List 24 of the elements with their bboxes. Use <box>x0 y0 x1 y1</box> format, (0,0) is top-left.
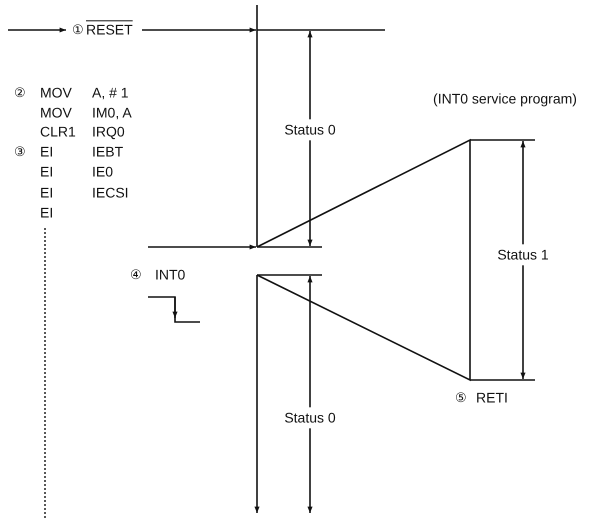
instruction-text: EI <box>40 144 54 160</box>
instruction-text: EI <box>40 185 54 201</box>
operand-text: IM0, A <box>92 105 132 121</box>
dimension-label: Status 1 <box>496 244 550 266</box>
step-number: ① <box>72 22 84 38</box>
signal-label: RESET <box>86 22 133 38</box>
operand-text: IE0 <box>92 164 114 180</box>
operand-text: IECSI <box>92 185 129 201</box>
step-number: ② <box>14 86 26 100</box>
instruction-text: MOV <box>40 105 72 121</box>
instruction-text: EI <box>40 164 54 180</box>
instruction-text: CLR1 <box>40 124 76 140</box>
dimension-label: Status 0 <box>283 407 337 429</box>
signal-label: INT0 <box>155 267 186 283</box>
step-number: ④ <box>130 268 142 282</box>
operand-text: A, # 1 <box>92 85 129 101</box>
step-number: ⑤ <box>455 390 467 406</box>
signal-label: RETI <box>476 390 508 406</box>
step-number: ③ <box>14 144 26 160</box>
instruction-text: EI <box>40 205 54 221</box>
dimension-label: Status 0 <box>283 119 337 141</box>
operand-text: IRQ0 <box>92 124 125 140</box>
instruction-text: MOV <box>40 85 72 101</box>
operand-text: IEBT <box>92 144 124 160</box>
